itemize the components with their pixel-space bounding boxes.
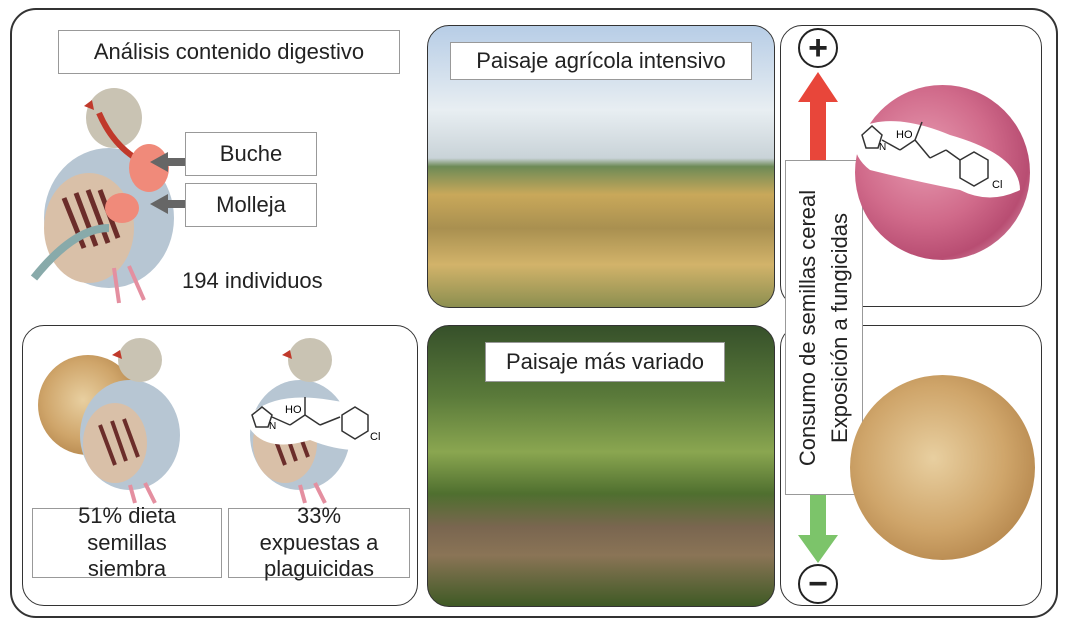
outer-frame <box>10 8 1058 618</box>
minus-icon: − <box>798 564 838 604</box>
partridge-anatomy-illustration <box>30 88 174 304</box>
plus-icon: + <box>798 28 838 68</box>
pointer-arrows <box>150 152 190 214</box>
crop-label: Buche <box>185 132 317 176</box>
partridge-eating-illustration <box>80 338 180 504</box>
gradient-label: Consumo de semillas cereal Exposición a f… <box>785 160 863 495</box>
varied-landscape-title: Paisaje más variado <box>485 342 725 382</box>
intensive-landscape-title: Paisaje agrícola intensivo <box>450 42 752 80</box>
chlorine-label: Cl <box>992 179 1002 191</box>
exposure-stat: 33% expuestas a plaguicidas <box>228 503 410 581</box>
hydroxyl-label: HO <box>896 129 913 141</box>
analysis-title: Análisis contenido digestivo <box>58 30 400 74</box>
fungicide-molecule: HO N Cl <box>854 121 1020 198</box>
gizzard-label: Molleja <box>185 183 317 227</box>
sample-count: 194 individuos <box>182 268 323 293</box>
fungicide-exposure-label: Exposición a fungicidas <box>827 212 852 443</box>
hydroxyl-label: HO <box>285 404 302 416</box>
fungicide-molecule-small: HO N Cl <box>245 397 396 450</box>
nitrogen-label: N <box>879 142 886 153</box>
untreated-seeds-image <box>850 375 1035 560</box>
chlorine-label: Cl <box>370 431 380 443</box>
up-arrow-icon <box>798 72 838 162</box>
down-arrow-icon <box>798 495 838 563</box>
seed-consumption-label: Consumo de semillas cereal <box>795 189 820 466</box>
diet-stat: 51% dieta semillas siembra <box>32 503 222 581</box>
nitrogen-label: N <box>269 421 276 432</box>
